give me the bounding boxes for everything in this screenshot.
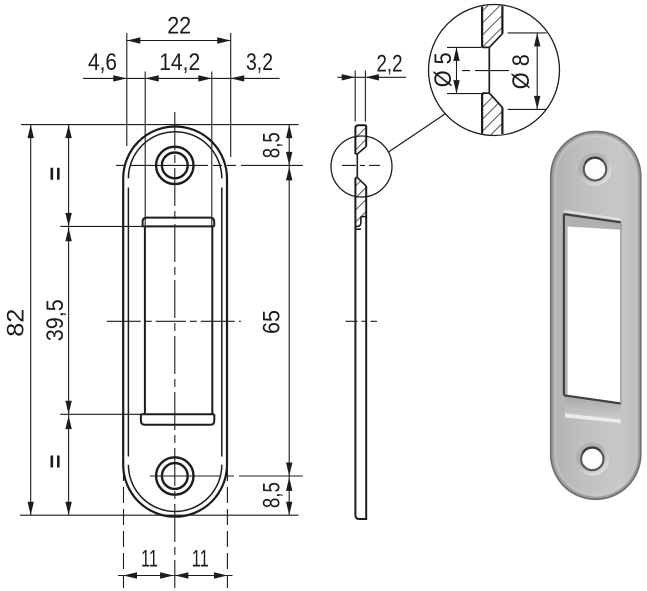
- side-hatch-lower: [355, 177, 367, 227]
- detail-marker-circle: [330, 135, 393, 198]
- dim-label-equal-top: =: [42, 167, 69, 181]
- render-3d: [549, 130, 642, 501]
- detail-hatch-upper: [482, 5, 503, 48]
- front-centerlines: [106, 112, 303, 588]
- detail-faces: [481, 5, 504, 135]
- side-slot-step: [355, 215, 367, 230]
- front-outline: [122, 125, 229, 518]
- dim-label-hole-top-offset: 8,5: [258, 132, 285, 158]
- dim-label-right-offset: 3,2: [246, 49, 273, 76]
- front-view: [106, 112, 303, 588]
- dim-label-hole-center-right: 11: [192, 546, 209, 573]
- dim-label-equal-bottom: =: [42, 454, 69, 468]
- dim-label-left-offset: 4,6: [88, 49, 117, 76]
- render-slot-cutout: [562, 210, 622, 423]
- side-view: [330, 124, 393, 520]
- detail-leader-line: [388, 113, 446, 153]
- arrowheads: [27, 37, 293, 579]
- dim-label-countersink-diameter: Ø 8: [508, 54, 535, 89]
- side-centerlines: [342, 164, 380, 322]
- render-plate-face-highlight: [555, 135, 637, 495]
- dim-label-hole-bottom-offset: 8,5: [259, 482, 286, 508]
- extension-lines: [20, 33, 299, 588]
- dim-label-hole-diameter: Ø 5: [430, 52, 457, 87]
- detail-hatch-lower: [482, 93, 503, 135]
- front-dimensions: 22 4,6 14,2 3,2 8,5 65 8,5 82 = 39,5 = 1…: [3, 13, 299, 588]
- dim-label-hole-spacing: 65: [259, 310, 286, 334]
- dim-label-slot-width: 14,2: [159, 49, 200, 76]
- dim-label-slot-height: 39,5: [42, 299, 69, 341]
- render-screw-hole-bottom: [575, 442, 609, 476]
- render-screw-hole-top: [578, 152, 612, 186]
- side-hatch-upper: [355, 125, 367, 154]
- dim-label-total-height: 82: [3, 309, 30, 337]
- side-hole-profile: [355, 145, 367, 187]
- detail-circle: [427, 3, 561, 137]
- detail-view: Ø 5 Ø 8: [388, 3, 561, 153]
- dim-label-hole-center-left: 11: [141, 546, 158, 573]
- dim-label-total-width: 22: [167, 13, 191, 40]
- dim-label-thickness: 2,2: [377, 51, 403, 78]
- front-slot: [139, 216, 216, 426]
- detail-dimensions: Ø 5 Ø 8: [430, 32, 547, 110]
- dimension-lines: [30, 39, 290, 577]
- side-dimension: 2,2: [337, 51, 406, 122]
